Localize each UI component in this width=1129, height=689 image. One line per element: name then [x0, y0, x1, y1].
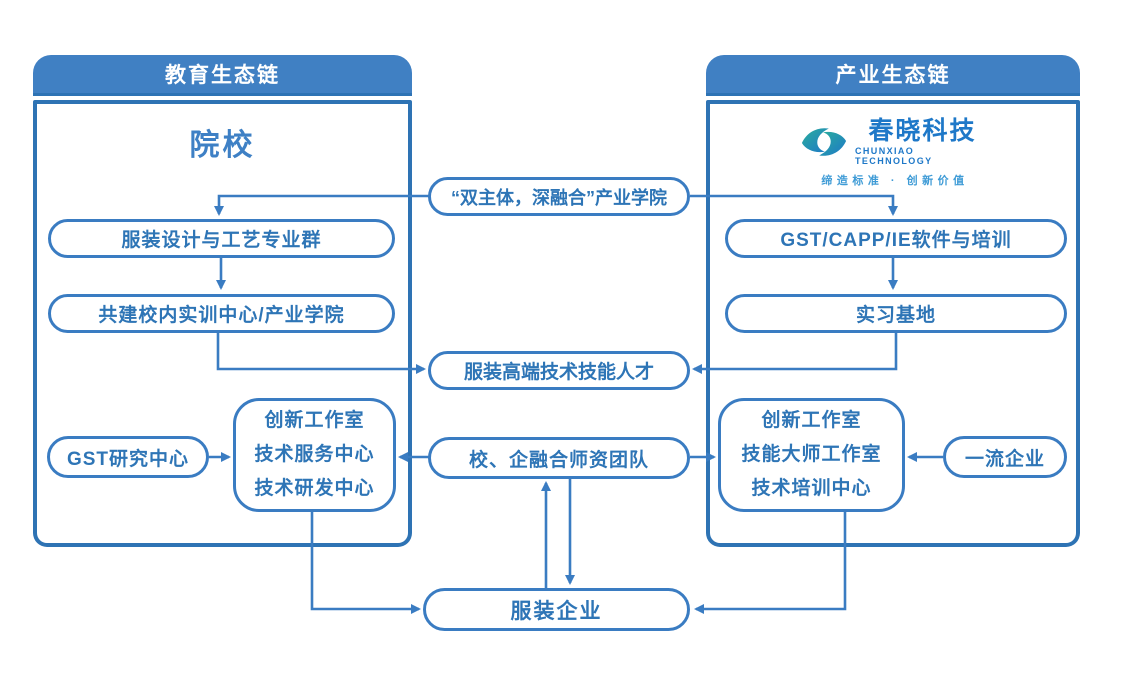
node-garment-enterprise-label: 服装企业 [510, 599, 603, 623]
node-talent: 服装高端技术技能人才 [428, 351, 690, 390]
education-centers-line: 技术服务中心 [254, 444, 375, 465]
node-gst-capp-software-label: GST/CAPP/IE软件与培训 [780, 230, 1012, 251]
brand-name-en: CHUNXIAO TECHNOLOGY [855, 146, 933, 166]
node-top-enterprise-label: 一流企业 [964, 448, 1045, 470]
node-talent-label: 服装高端技术技能人才 [463, 362, 654, 383]
node-garment-enterprise: 服装企业 [423, 588, 690, 631]
brand-tagline: 缔造标准 · 创新价值 [821, 175, 969, 187]
logo-eye-icon [801, 128, 847, 156]
node-practice-base-label: 实习基地 [855, 305, 936, 326]
node-major-group: 服装设计与工艺专业群 [48, 219, 395, 258]
education-panel-title: 教育生态链 [165, 64, 280, 87]
company-logo: 春晓科技 CHUNXIAO TECHNOLOGY 缔造标准 · 创新价值 [800, 118, 990, 188]
brand-name: 春晓科技 [868, 117, 977, 145]
industry-panel-header: 产业生态链 [706, 55, 1080, 96]
education-subtitle: 院校 [189, 129, 256, 162]
industry-centers-line: 创新工作室 [761, 410, 862, 431]
education-centers-line: 创新工作室 [264, 410, 365, 431]
node-gst-research-center-label: GST研究中心 [66, 448, 190, 470]
education-panel-header: 教育生态链 [33, 55, 412, 96]
node-practice-base: 实习基地 [725, 294, 1067, 333]
node-education-centers: 创新工作室 技术服务中心 技术研发中心 [233, 398, 396, 512]
node-industry-college-label: “双主体，深融合”产业学院 [451, 187, 667, 208]
education-centers-line: 技术研发中心 [254, 478, 375, 499]
node-faculty-team: 校、企融合师资团队 [428, 437, 690, 479]
node-gst-research-center: GST研究中心 [47, 436, 209, 478]
industry-centers-line: 技能大师工作室 [741, 444, 882, 465]
node-industry-centers: 创新工作室 技能大师工作室 技术培训中心 [718, 398, 905, 512]
industry-panel-title: 产业生态链 [835, 64, 951, 87]
node-training-center-label: 共建校内实训中心/产业学院 [98, 305, 345, 326]
node-training-center: 共建校内实训中心/产业学院 [48, 294, 395, 333]
node-industry-college: “双主体，深融合”产业学院 [428, 177, 690, 216]
node-major-group-label: 服装设计与工艺专业群 [121, 230, 322, 251]
node-faculty-team-label: 校、企融合师资团队 [468, 449, 649, 471]
node-top-enterprise: 一流企业 [943, 436, 1067, 478]
industry-centers-line: 技术培训中心 [751, 478, 872, 499]
node-gst-capp-software: GST/CAPP/IE软件与培训 [725, 219, 1067, 258]
